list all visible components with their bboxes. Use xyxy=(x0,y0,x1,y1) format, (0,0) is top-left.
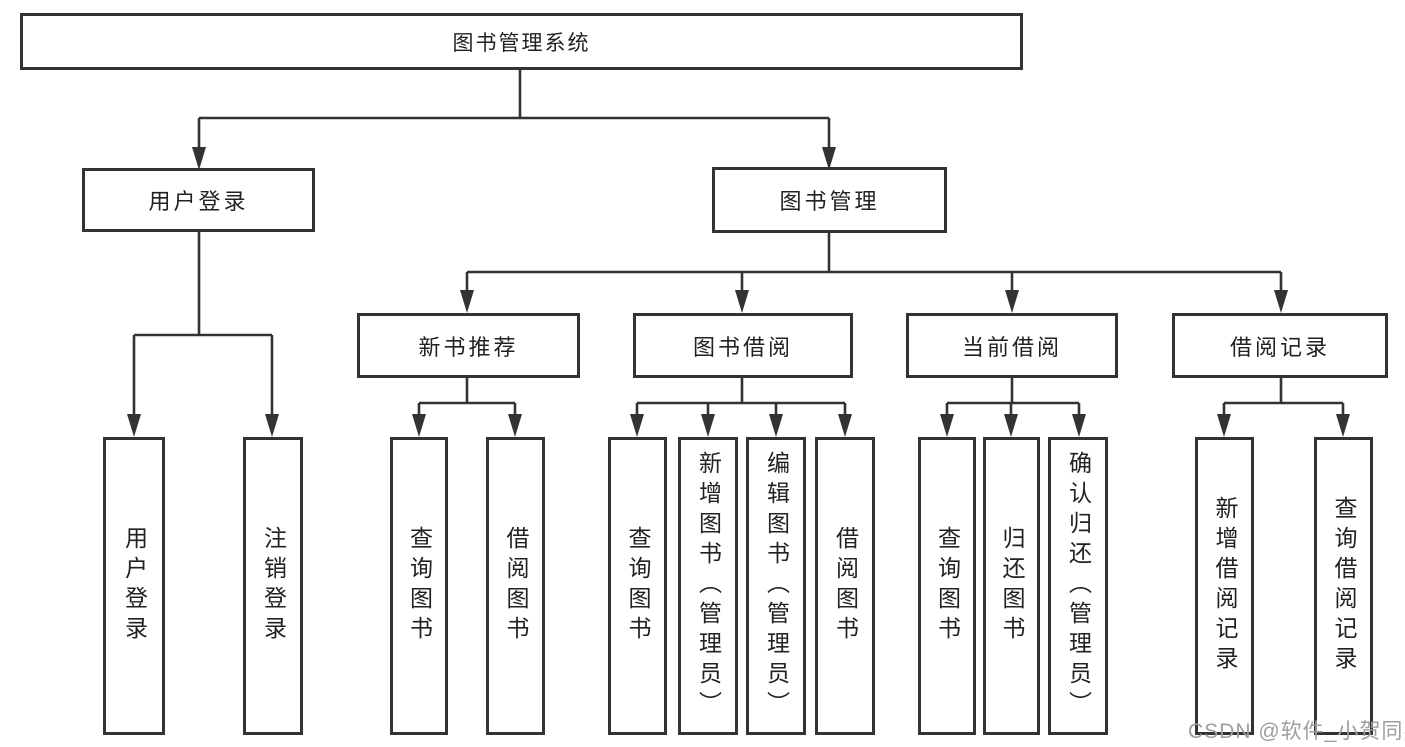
node-label: 用户登录 xyxy=(148,189,249,214)
leaf-label: 注销登录 xyxy=(260,526,287,646)
connector-book-borrowing-children xyxy=(630,378,852,437)
leaf-query-books-borrowing: 查询图书 xyxy=(608,437,667,735)
leaf-label: 新增图书（管理员） xyxy=(695,451,722,721)
connector-line xyxy=(465,233,1283,294)
arrow-down-icon xyxy=(460,290,474,313)
arrow-down-icon xyxy=(1005,290,1019,313)
leaf-return-books: 归还图书 xyxy=(983,437,1040,735)
node-label: 图书管理系统 xyxy=(452,31,591,55)
arrow-down-icon xyxy=(1004,414,1018,437)
leaf-user-login: 用户登录 xyxy=(103,437,165,735)
connector-new-book-recommend-children xyxy=(412,378,522,437)
leaf-label: 查询图书 xyxy=(406,526,433,646)
arrow-down-icon xyxy=(769,414,783,437)
arrow-down-icon xyxy=(1072,414,1086,437)
leaf-query-borrow-record: 查询借阅记录 xyxy=(1314,437,1373,735)
node-new-book-recommend: 新书推荐 xyxy=(357,313,580,378)
node-borrowing-records: 借阅记录 xyxy=(1172,313,1388,378)
leaf-label: 查询借阅记录 xyxy=(1331,496,1357,676)
leaf-add-borrow-record: 新增借阅记录 xyxy=(1195,437,1254,735)
arrow-down-icon xyxy=(940,414,954,437)
leaf-label: 确认归还（管理员） xyxy=(1065,451,1092,721)
connector-line xyxy=(132,232,274,418)
leaf-borrow-books-borrowing: 借阅图书 xyxy=(815,437,875,735)
arrow-down-icon xyxy=(1217,414,1231,437)
leaf-logout: 注销登录 xyxy=(243,437,303,735)
node-root-system: 图书管理系统 xyxy=(20,13,1023,70)
leaf-borrow-books-recommend: 借阅图书 xyxy=(486,437,545,735)
watermark: CSDN @软件_小贺同学 xyxy=(1188,720,1405,743)
arrow-down-icon xyxy=(1274,290,1288,313)
arrow-down-icon xyxy=(630,414,644,437)
leaf-add-book-admin: 新增图书（管理员） xyxy=(678,437,738,735)
connector-root-to-level2 xyxy=(192,70,836,170)
connector-borrowing-records-children xyxy=(1217,378,1350,437)
leaf-query-books-current: 查询图书 xyxy=(918,437,976,735)
connector-line xyxy=(635,378,847,418)
leaf-label: 归还图书 xyxy=(999,526,1025,646)
node-label: 当前借阅 xyxy=(961,334,1062,360)
connector-current-borrowing-children xyxy=(940,378,1086,437)
leaf-label: 借阅图书 xyxy=(503,526,529,646)
arrow-down-icon xyxy=(838,414,852,437)
arrow-down-icon xyxy=(1336,414,1350,437)
leaf-label: 新增借阅记录 xyxy=(1212,496,1238,676)
arrow-down-icon xyxy=(508,414,522,437)
arrow-down-icon xyxy=(735,290,749,313)
node-current-borrowing: 当前借阅 xyxy=(906,313,1118,378)
leaf-label: 借阅图书 xyxy=(832,526,859,646)
node-label: 图书管理 xyxy=(779,189,880,214)
arrow-down-icon xyxy=(412,414,426,437)
leaf-query-books-recommend: 查询图书 xyxy=(390,437,448,735)
leaf-edit-book-admin: 编辑图书（管理员） xyxy=(746,437,806,735)
arrow-down-icon xyxy=(701,414,715,437)
connector-user-login-children xyxy=(127,232,279,437)
connector-book-management-children xyxy=(460,233,1288,313)
node-label: 借阅记录 xyxy=(1229,334,1330,360)
connector-line xyxy=(945,378,1081,418)
connector-line xyxy=(417,378,517,418)
leaf-label: 用户登录 xyxy=(121,526,148,646)
arrow-down-icon xyxy=(822,147,836,170)
leaf-label: 查询图书 xyxy=(625,526,651,646)
connector-line xyxy=(197,70,831,151)
arrow-down-icon xyxy=(192,147,206,170)
leaf-label: 查询图书 xyxy=(934,526,961,646)
arrow-down-icon xyxy=(127,414,141,437)
node-user-login: 用户登录 xyxy=(82,168,315,232)
node-book-management: 图书管理 xyxy=(712,167,947,233)
connector-line xyxy=(1222,378,1345,418)
leaf-confirm-return-admin: 确认归还（管理员） xyxy=(1048,437,1108,735)
arrow-down-icon xyxy=(265,414,279,437)
node-book-borrowing: 图书借阅 xyxy=(633,313,853,378)
leaf-label: 编辑图书（管理员） xyxy=(763,451,790,721)
node-label: 图书借阅 xyxy=(692,334,793,360)
node-label: 新书推荐 xyxy=(418,334,519,360)
